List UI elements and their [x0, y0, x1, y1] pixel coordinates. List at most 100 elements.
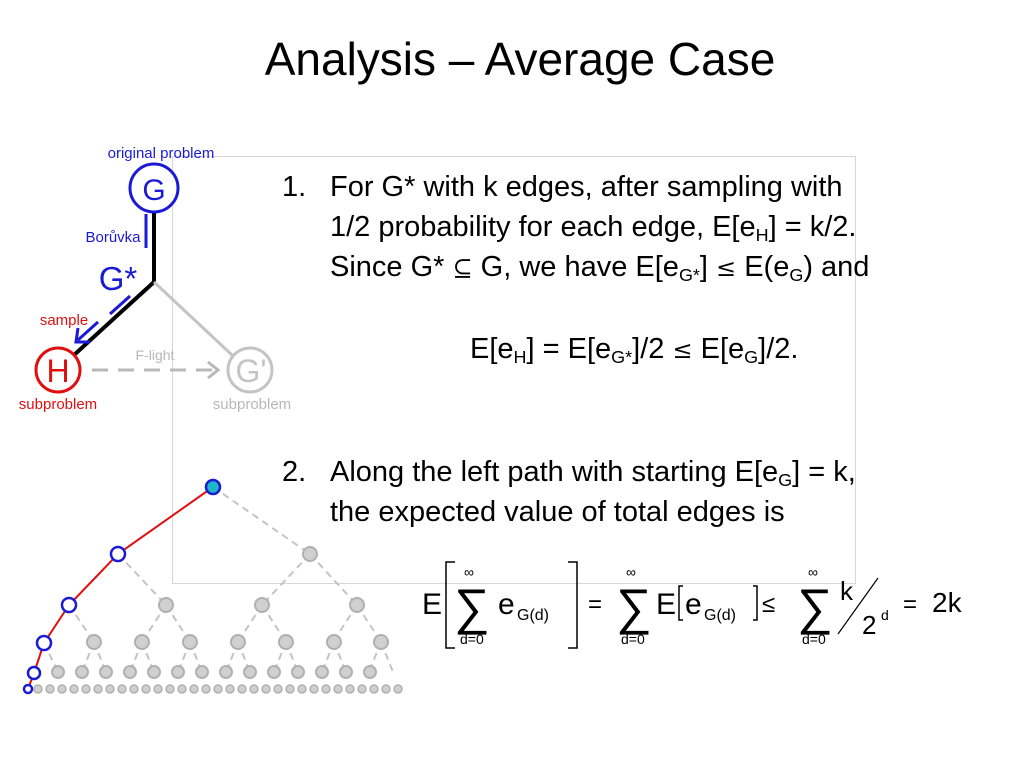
f-light-label: F-light [136, 347, 175, 363]
sum-symbol-1: ∑ [454, 579, 490, 635]
tree-node [373, 634, 389, 650]
node-H-label: H [46, 353, 69, 389]
item-2: 2. Along the left path with starting E[e… [282, 452, 1002, 537]
subset-symbol: ⊆ [452, 254, 473, 282]
item-2-number: 2. [282, 456, 307, 488]
formula-E2: E [656, 588, 676, 621]
formula-E1: E [422, 588, 442, 621]
tree-leaf [93, 684, 103, 694]
node-H [34, 346, 82, 394]
tree-node [326, 634, 342, 650]
node-G-prime [226, 346, 274, 394]
formula-result: 2k [932, 587, 963, 618]
tree-node [302, 546, 318, 562]
item-1-line-2: 1/2 probability for each edge, E[eH] = k… [330, 211, 857, 246]
tree-node [243, 665, 257, 679]
node-G-star-label: G* [99, 260, 138, 297]
svg-text:∞: ∞ [808, 564, 818, 580]
item-1-line-3: Since G* ⊆ G, we have E[eG*] ≤ E(eG) and [330, 251, 870, 286]
svg-text:d=0: d=0 [460, 631, 484, 647]
svg-text:e: e [498, 588, 515, 621]
tree-leaf [225, 684, 235, 694]
node-G [128, 162, 180, 214]
subproblem-left-label: subproblem [19, 396, 97, 413]
tree-leaf [213, 684, 223, 694]
tree-node [349, 597, 365, 613]
tree-leaf [129, 684, 139, 694]
tree-node [158, 597, 174, 613]
left-path-node [26, 665, 42, 681]
tree-root-node [204, 478, 222, 496]
svg-text:e: e [685, 588, 702, 621]
tree-leaf [321, 684, 331, 694]
tree-leaf [309, 684, 319, 694]
subproblem-right-label: subproblem [213, 396, 291, 413]
left-path-node [60, 596, 78, 614]
tree-node [230, 634, 246, 650]
tree-node [147, 665, 161, 679]
item-1-equation: E[eH] = E[eG*]/2 ≤ E[eG]/2. [470, 333, 799, 368]
tree-leaf [249, 684, 259, 694]
item-2-line-2: the expected value of total edges is [330, 496, 785, 528]
svg-text:≤: ≤ [762, 591, 775, 618]
tree-node [219, 665, 233, 679]
original-problem-label: original problem [108, 145, 215, 162]
slide-title: Analysis – Average Case [264, 33, 776, 85]
tree-node [99, 665, 113, 679]
tree-leaf [393, 684, 403, 694]
tree-leaf [333, 684, 343, 694]
tree-leaf [273, 684, 283, 694]
item-1-line-1: For G* with k edges, after sampling with [330, 171, 843, 203]
left-path-node [22, 683, 34, 695]
tree-leaf [297, 684, 307, 694]
tree-leaf [177, 684, 187, 694]
tree-node [363, 665, 377, 679]
tree-leaf [261, 684, 271, 694]
node-G-label: G [142, 174, 165, 207]
tree-leaf [57, 684, 67, 694]
tree-leaf [81, 684, 91, 694]
tree-leaf [33, 684, 43, 694]
sum-symbol-2: ∑ [616, 579, 652, 635]
svg-text:k: k [840, 576, 854, 606]
sum-symbol-3: ∑ [797, 579, 833, 635]
svg-text:∞: ∞ [464, 564, 474, 580]
tree-leaf [141, 684, 151, 694]
tree-node [51, 665, 65, 679]
boruvka-label: Borůvka [85, 229, 141, 246]
svg-text:∞: ∞ [626, 564, 636, 580]
tree-leaf [345, 684, 355, 694]
svg-text:G(d): G(d) [704, 607, 736, 624]
tree-node [278, 634, 294, 650]
item-1: 1. For G* with k edges, after sampling w… [282, 167, 1002, 327]
tree-node [339, 665, 353, 679]
tree-leaf [69, 684, 79, 694]
tree-node [254, 597, 270, 613]
left-path-node [109, 545, 127, 563]
tree-leaf [165, 684, 175, 694]
left-path-node [35, 634, 53, 652]
svg-text:d: d [881, 607, 889, 623]
left-path [27, 486, 214, 690]
tree-node [75, 665, 89, 679]
svg-text:d=0: d=0 [621, 631, 645, 647]
svg-text:G(d): G(d) [517, 607, 549, 624]
tree-leaf [381, 684, 391, 694]
svg-text:=: = [903, 591, 917, 618]
tree-leaf [105, 684, 115, 694]
item-2-line-1: Along the left path with starting E[eG] … [330, 456, 856, 491]
tree-leaf [357, 684, 367, 694]
sample-label: sample [40, 312, 88, 329]
tree-node [134, 634, 150, 650]
tree-leaf [369, 684, 379, 694]
recursion-diagram: original problem G Borůvka G* sample H F… [19, 145, 291, 413]
tree-leaf [153, 684, 163, 694]
tree-leaf [285, 684, 295, 694]
tree-node [291, 665, 305, 679]
tree-leaf [201, 684, 211, 694]
tree-node [182, 634, 198, 650]
svg-text:d=0: d=0 [802, 631, 826, 647]
item-1-number: 1. [282, 171, 307, 203]
tree-node [195, 665, 209, 679]
tree-leaf [237, 684, 247, 694]
